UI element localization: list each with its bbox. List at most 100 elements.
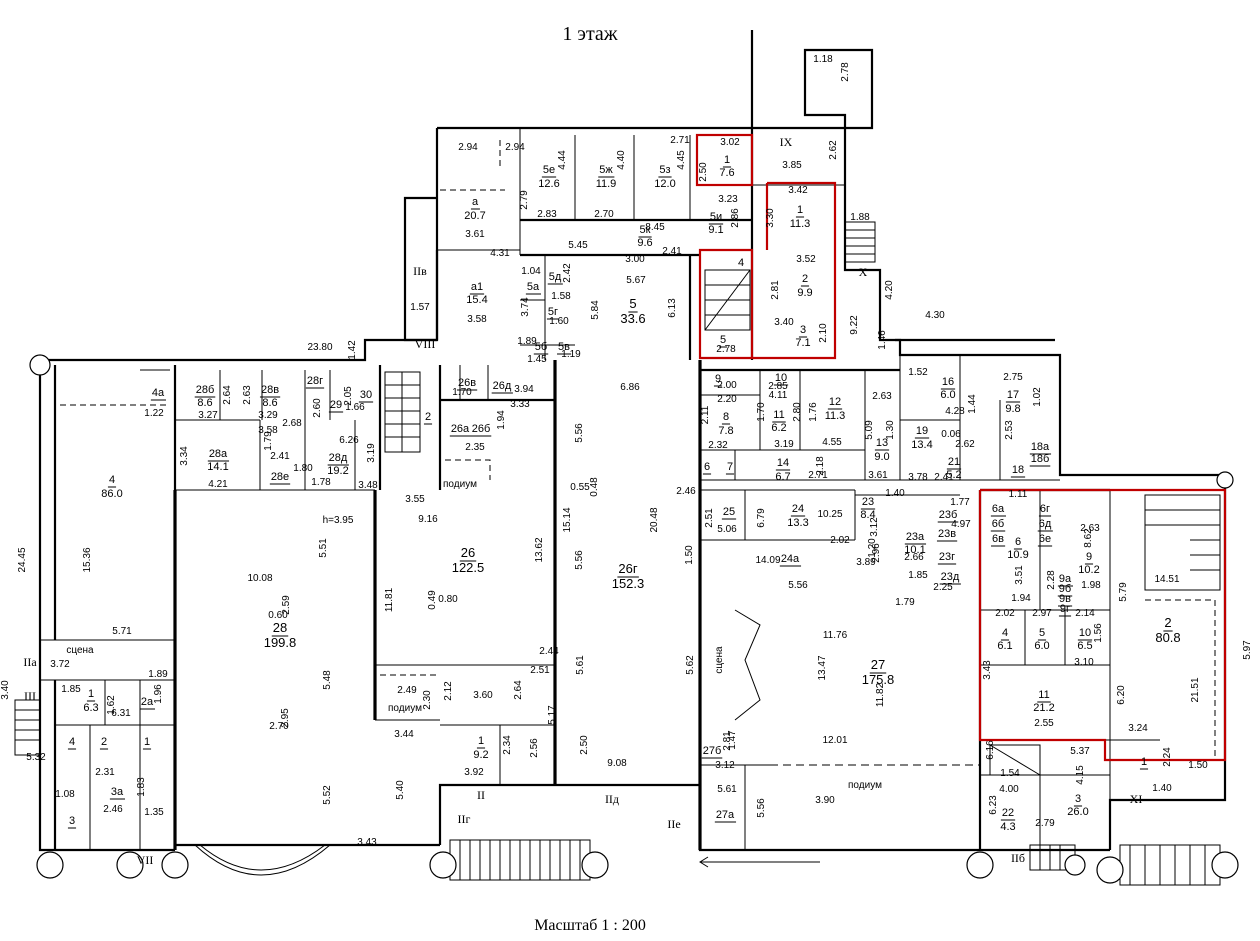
svg-text:6г: 6г [1040, 503, 1050, 515]
room-r-ix-3: 37.1 [795, 324, 810, 349]
svg-text:2: 2 [802, 273, 808, 285]
room-r-xi-5: 56.0 [1034, 627, 1049, 652]
dimension-label: 3.30 [765, 208, 776, 228]
dimension-label: 3.52 [796, 254, 816, 265]
podium-label: подиум [388, 703, 422, 714]
svg-text:1: 1 [724, 154, 730, 166]
dimension-label: 2.34 [502, 735, 513, 755]
svg-text:4: 4 [69, 736, 75, 748]
dimension-label: 2.51 [704, 508, 715, 528]
dimension-label: 24.45 [17, 547, 28, 572]
dimension-label: 3.27 [198, 410, 218, 421]
dimension-label: 4.97 [951, 519, 971, 530]
svg-text:а: а [472, 196, 479, 208]
dimension-label: 1.80 [293, 463, 313, 474]
scale-label: Масштаб 1 : 200 [534, 917, 646, 934]
dimension-label: 2.30 [422, 690, 433, 710]
room-r-6: 6 [702, 461, 712, 475]
roman-label: IIг [458, 812, 471, 826]
dimension-label: 1.66 [345, 402, 365, 413]
svg-text:10.2: 10.2 [1078, 564, 1099, 576]
dimension-label: 1.89 [148, 669, 168, 680]
dimension-label: 3.34 [179, 446, 190, 466]
room-r-2-sw: 2 [99, 736, 109, 750]
dimension-label: 12.01 [822, 735, 847, 746]
svg-text:11.9: 11.9 [596, 178, 617, 190]
dimension-label: 2.96 [871, 543, 882, 563]
dimension-label: 2.70 [594, 209, 614, 220]
dimension-label: 5.61 [717, 784, 737, 795]
dimension-label: 2.28 [1046, 570, 1057, 590]
svg-text:28е: 28е [271, 471, 289, 483]
dimension-label: 3.85 [782, 160, 802, 171]
room-r-21: 215.2 [946, 456, 961, 481]
dimension-label: 2.59 [281, 595, 292, 615]
svg-text:3а: 3а [111, 786, 124, 798]
dimension-label: 6.16 [985, 740, 996, 760]
room-r-1-92: 19.2 [473, 735, 488, 761]
svg-text:122.5: 122.5 [452, 560, 485, 575]
room-r-23: 238.4 [860, 496, 875, 521]
dimension-label: 2.63 [242, 385, 253, 405]
dimension-label: 2.83 [537, 209, 557, 220]
dimension-label: 5.51 [318, 538, 329, 558]
dimension-label: 3.58 [467, 314, 487, 325]
room-r-6a: 6а [990, 503, 1006, 517]
dimension-label: 2.53 [1004, 420, 1015, 440]
svg-text:28: 28 [273, 620, 287, 635]
dimension-label: 5.48 [322, 670, 333, 690]
svg-text:18б: 18б [1031, 453, 1050, 465]
dimension-label: 5.84 [590, 300, 601, 320]
dimension-label: 5.56 [756, 798, 767, 818]
room-r-5a: 5а [525, 281, 541, 295]
dimension-label: 3.40 [774, 317, 794, 328]
dimension-label: 2.32 [708, 440, 728, 451]
svg-text:26.0: 26.0 [1067, 806, 1088, 818]
dimension-label: 2.12 [443, 681, 454, 701]
svg-text:11: 11 [773, 409, 784, 421]
room-r-10: 10 [773, 372, 789, 386]
facade-columns [29, 354, 1239, 884]
dimension-label: 1.18 [813, 54, 833, 65]
dimension-label: 4.31 [490, 248, 510, 259]
dimension-label: 2.60 [312, 398, 323, 418]
dimension-label: 3.55 [405, 494, 425, 505]
dimension-label: 2.25 [933, 582, 953, 593]
dimension-label: 5.52 [322, 785, 333, 805]
dimension-label: 3.42 [788, 185, 808, 196]
dimension-label: 2.41 [934, 472, 954, 483]
dimension-label: 0.60 [268, 610, 288, 621]
svg-text:23б: 23б [939, 509, 958, 521]
dimension-label: 2.02 [830, 535, 850, 546]
svg-text:26г: 26г [618, 561, 637, 576]
dimension-label: 2.42 [562, 263, 573, 283]
svg-text:13.4: 13.4 [911, 439, 932, 451]
dimension-label: 1.76 [808, 402, 819, 422]
svg-text:а1: а1 [471, 281, 483, 293]
dimension-label: 13.47 [817, 655, 828, 680]
stairs [14, 221, 1221, 886]
room-r-2-st: 2 [423, 411, 433, 425]
svg-text:4.3: 4.3 [1000, 821, 1015, 833]
room-r-5b: 5б [533, 341, 549, 355]
svg-text:14.1: 14.1 [207, 461, 228, 473]
dimension-label: 9.22 [849, 315, 860, 335]
dimension-label: 3.12 [715, 760, 735, 771]
dimension-label: 2.79 [1035, 818, 1055, 829]
room-r-28e: 28е [269, 471, 291, 485]
svg-text:26в: 26в [458, 377, 476, 389]
svg-text:9.8: 9.8 [1005, 403, 1020, 415]
svg-text:5: 5 [1039, 627, 1045, 639]
dimension-label: 1.88 [850, 212, 870, 223]
svg-text:5з: 5з [659, 164, 670, 176]
svg-text:10: 10 [1079, 627, 1091, 639]
dimension-label: 4.45 [676, 150, 687, 170]
roman-label: X [859, 265, 868, 279]
room-r-23d: 23д [939, 571, 961, 585]
direction-arrow [699, 856, 820, 868]
room-r-xi-6: 610.9 [1007, 536, 1028, 561]
dimension-label: 1.60 [549, 316, 569, 327]
